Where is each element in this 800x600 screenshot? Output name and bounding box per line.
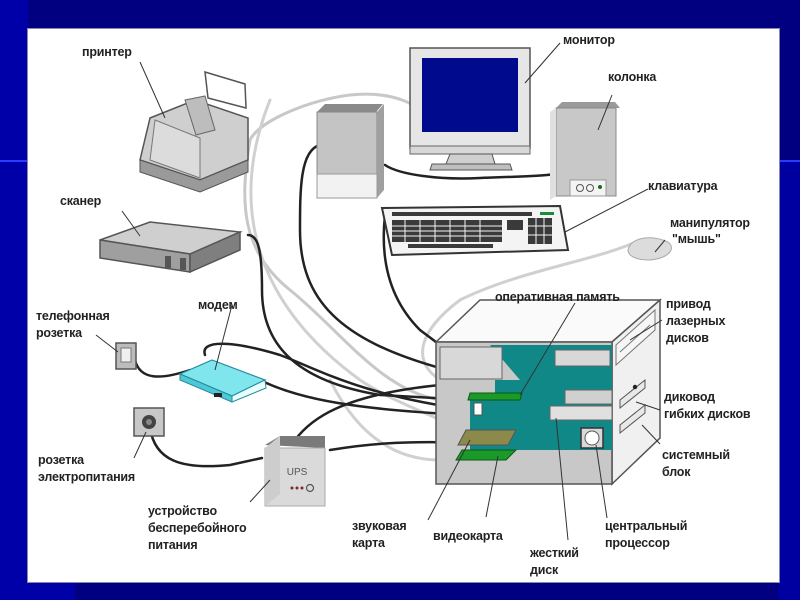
monitor-signal-cable bbox=[249, 98, 442, 422]
modem-cable bbox=[203, 342, 472, 412]
label-sound-card-line1: звуковая bbox=[352, 519, 407, 533]
label-phone-socket-line1: телефонная bbox=[36, 309, 110, 323]
label-floppy-line2: гибких дисков bbox=[664, 407, 751, 421]
label-power-socket-line2: электропитания bbox=[38, 470, 136, 484]
background-accent-line-right bbox=[778, 160, 800, 162]
speaker-audio-cable bbox=[328, 378, 472, 462]
ram-module-icon bbox=[467, 392, 523, 401]
label-power-socket-line1: розетка bbox=[38, 453, 84, 467]
label-cpu-line1: центральный bbox=[605, 519, 688, 533]
printer-cable bbox=[243, 138, 442, 402]
background-accent-left bbox=[0, 0, 28, 600]
label-ram: оперативная память bbox=[495, 290, 620, 304]
scanner-cable bbox=[246, 233, 472, 402]
background-accent-bottom bbox=[0, 580, 75, 600]
ups-icon bbox=[264, 436, 326, 507]
label-cd-drive-line3: дисков bbox=[666, 331, 709, 345]
speaker-left-cable bbox=[298, 143, 442, 370]
label-keyboard: клавиатура bbox=[648, 179, 718, 193]
label-sound-card-line2: карта bbox=[352, 536, 385, 550]
speaker-right-icon bbox=[550, 102, 620, 200]
label-cd-drive-line1: привод bbox=[666, 297, 711, 311]
label-scanner: сканер bbox=[60, 194, 102, 208]
power-cable bbox=[148, 426, 264, 468]
monitor-icon bbox=[409, 47, 531, 171]
speaker-left-icon bbox=[316, 104, 384, 199]
background-accent-line bbox=[0, 160, 28, 162]
keyboard-cable bbox=[382, 213, 442, 347]
label-monitor: монитор bbox=[563, 33, 615, 47]
label-mouse-line2: "мышь" bbox=[672, 232, 721, 246]
ups-badge: UPS bbox=[287, 467, 308, 478]
power-socket-icon bbox=[133, 407, 165, 437]
ups-output-cable bbox=[293, 383, 442, 442]
modem-icon bbox=[178, 359, 267, 403]
keyboard-icon bbox=[380, 204, 570, 257]
label-phone-socket-line2: розетка bbox=[36, 326, 82, 340]
sound-card-icon bbox=[457, 429, 517, 446]
label-cd-drive-line2: лазерных bbox=[666, 314, 726, 328]
label-speaker: колонка bbox=[608, 70, 657, 84]
system-unit-icon bbox=[434, 298, 662, 486]
leader-lines bbox=[95, 42, 666, 541]
label-ups-line1: устройство bbox=[148, 504, 217, 518]
label-cpu-line2: процессор bbox=[605, 536, 670, 550]
scanner-icon bbox=[99, 221, 243, 274]
monitor-screen bbox=[422, 58, 518, 132]
phone-socket-icon bbox=[115, 342, 137, 370]
label-hdd-line1: жесткий bbox=[530, 546, 579, 560]
printer-icon bbox=[139, 70, 249, 193]
cables bbox=[133, 92, 642, 468]
label-system-unit-line1: системный bbox=[662, 448, 730, 462]
label-ups-line2: бесперебойного bbox=[148, 521, 247, 535]
mouse-icon bbox=[627, 237, 672, 261]
label-floppy-line1: диковод bbox=[664, 390, 715, 404]
phone-line-cable bbox=[133, 358, 192, 378]
label-ups-line3: питания bbox=[148, 538, 198, 552]
label-video-card: видеокарта bbox=[433, 529, 503, 543]
modem-data-cable bbox=[258, 378, 472, 417]
label-mouse-line1: манипулятор bbox=[670, 216, 750, 230]
mouse-cable bbox=[421, 238, 642, 382]
label-system-unit-line2: блок bbox=[662, 465, 691, 479]
label-hdd-line2: диск bbox=[530, 563, 559, 577]
label-modem: модем bbox=[198, 298, 238, 312]
video-card-icon bbox=[455, 449, 518, 461]
background-accent-right bbox=[778, 160, 800, 600]
label-printer: принтер bbox=[82, 45, 132, 59]
